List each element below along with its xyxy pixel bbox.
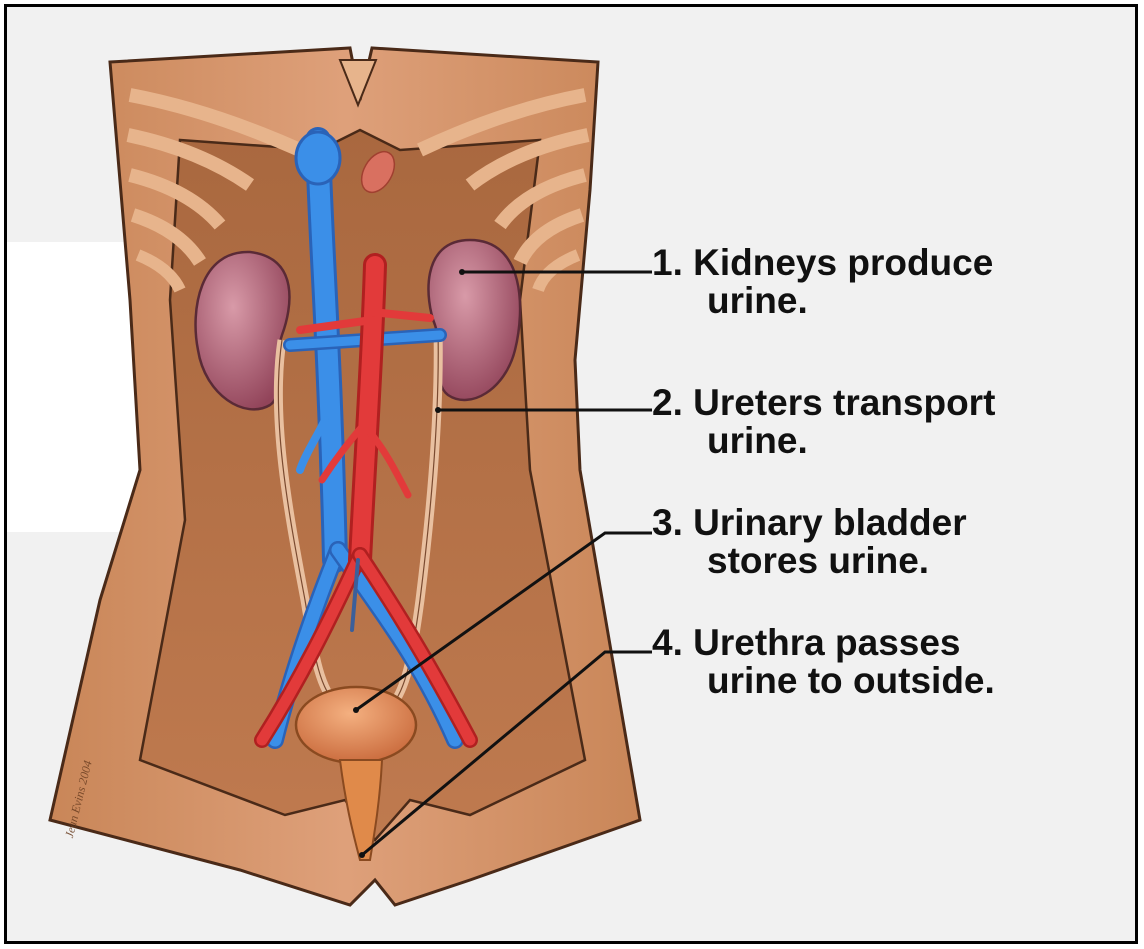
label-urethra-text: Urethra passes — [693, 622, 960, 663]
urinary-bladder — [296, 687, 416, 763]
label-kidneys-text: Kidneys produce — [693, 242, 993, 283]
label-kidneys-text-2: urine. — [652, 282, 993, 320]
label-ureters-text-2: urine. — [652, 422, 995, 460]
label-ureters-text: Ureters transport — [693, 382, 995, 423]
label-bladder: 3. Urinary bladder stores urine. — [652, 504, 967, 580]
label-ureters: 2. Ureters transport urine. — [652, 384, 995, 460]
label-urethra-number: 4. — [652, 622, 683, 663]
vena-cava-top — [296, 132, 340, 184]
label-ureters-number: 2. — [652, 382, 683, 423]
label-urethra: 4. Urethra passes urine to outside. — [652, 624, 995, 700]
label-kidneys-number: 1. — [652, 242, 683, 283]
label-bladder-text-2: stores urine. — [652, 542, 967, 580]
label-urethra-text-2: urine to outside. — [652, 662, 995, 700]
label-bladder-number: 3. — [652, 502, 683, 543]
label-kidneys: 1. Kidneys produce urine. — [652, 244, 993, 320]
label-bladder-text: Urinary bladder — [693, 502, 966, 543]
